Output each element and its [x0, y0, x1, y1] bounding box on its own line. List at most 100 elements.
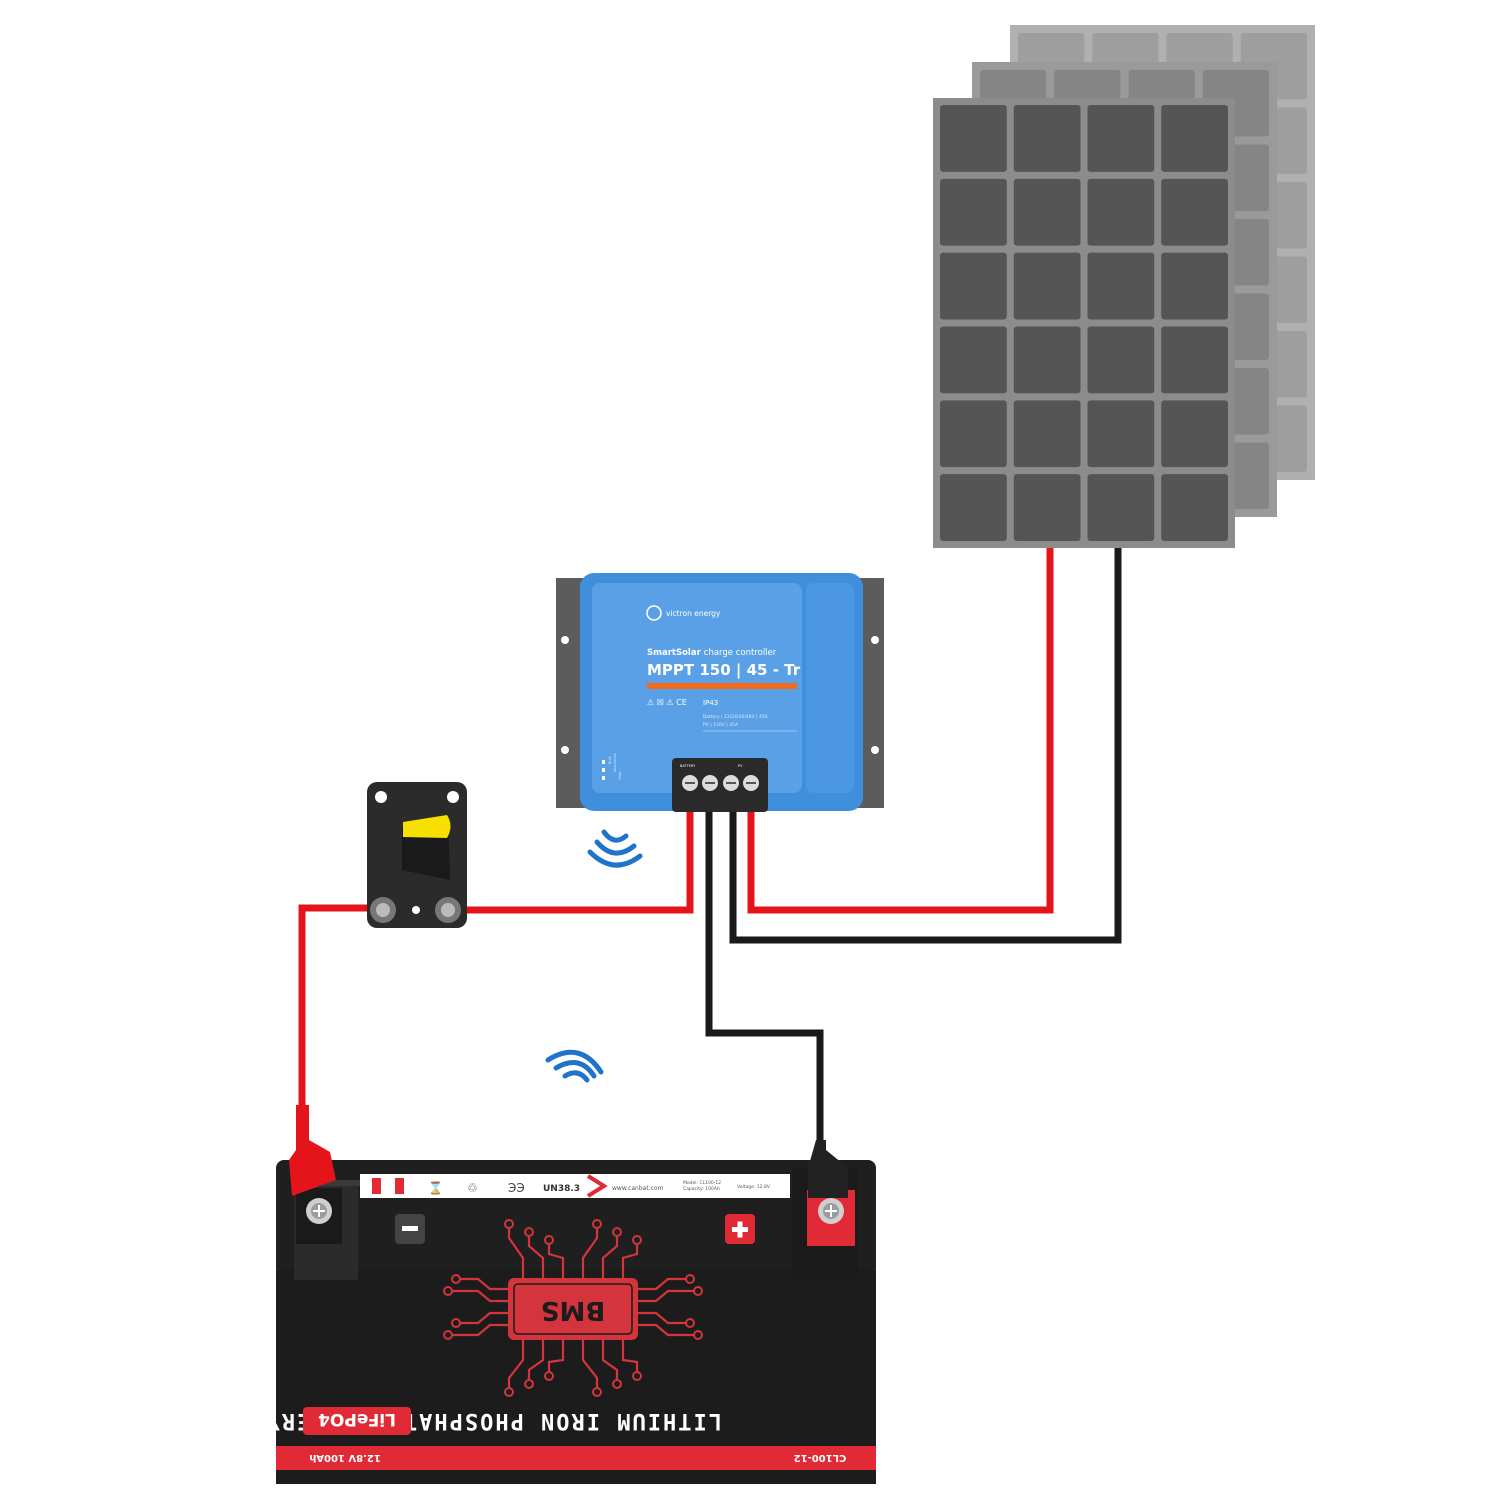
bms-trace — [452, 1323, 508, 1337]
led-label-bulk: Bulk — [608, 755, 612, 764]
battery-spec-2: Capacity: 100Ah — [683, 1186, 720, 1192]
battery-positive-terminal — [818, 1198, 844, 1224]
positive-polarity-badge — [725, 1214, 755, 1244]
bms-trace-node — [693, 1286, 703, 1296]
battery-positive-wire-battery — [298, 904, 385, 1110]
bms-trace-node — [451, 1318, 461, 1328]
battery-bottom-strip — [276, 1446, 876, 1470]
spec-pv: PV | 150V | 45A — [703, 722, 739, 728]
bms-trace — [460, 1277, 508, 1291]
solar-cell — [1161, 178, 1228, 246]
bms-circuit-graphic — [443, 1219, 703, 1397]
battery-standard: UN38.3 — [543, 1184, 580, 1194]
bms-trace — [601, 1340, 619, 1380]
bms-trace-node — [693, 1330, 703, 1340]
bms-trace — [527, 1340, 545, 1380]
bms-trace-node — [685, 1274, 695, 1284]
solar-panel-front — [933, 98, 1235, 548]
lifepo4-battery: ⌛ ♲ ЭЭ UN38.3 www.canbat.com Model: CL10… — [265, 1105, 876, 1484]
bms-trace-node — [504, 1219, 514, 1229]
solar-cell — [1087, 252, 1155, 320]
battery-spec-1: Model: CL100-12 — [683, 1180, 721, 1186]
battery-model-text: CL100-12 — [794, 1452, 847, 1463]
battery-positive-wire-controller — [446, 808, 694, 914]
bms-label: BMS — [541, 1295, 605, 1325]
solar-cell — [1087, 178, 1155, 246]
controller-brand: victron energy — [666, 609, 721, 618]
victron-logo: victron energy — [646, 605, 721, 621]
pv-negative-wire — [729, 548, 1122, 944]
controller-rating: IP43 — [703, 699, 718, 707]
bms-trace-node — [592, 1387, 602, 1397]
solar-cell — [1161, 474, 1228, 541]
wireless-icon-controller — [587, 829, 643, 868]
bms-trace-node — [632, 1235, 642, 1245]
wireless-icon-battery — [545, 1049, 604, 1083]
lifepo4-text: LiFePO4 — [318, 1409, 396, 1429]
solar-cell — [1013, 252, 1081, 320]
negative-polarity-badge — [395, 1214, 425, 1244]
solar-cell — [1013, 474, 1081, 541]
bms-trace — [581, 1228, 599, 1278]
bms-trace-node — [612, 1379, 622, 1389]
solar-cell — [1013, 326, 1081, 394]
status-leds: Bulk Absorption Float — [602, 753, 622, 780]
battery-website: www.canbat.com — [612, 1185, 664, 1192]
solar-cell — [940, 105, 1007, 172]
solar-cell — [940, 178, 1007, 246]
bms-trace-node — [443, 1330, 453, 1340]
bms-trace-node — [544, 1371, 554, 1381]
controller-terminal-block: BATTERY PV — [672, 758, 768, 812]
solar-cell — [940, 326, 1007, 394]
bms-trace — [601, 1236, 619, 1278]
bms-trace — [638, 1277, 686, 1291]
bms-trace-node — [632, 1371, 642, 1381]
bms-trace — [507, 1340, 525, 1388]
bms-trace — [638, 1289, 694, 1303]
terminal-label-pv: PV — [738, 764, 743, 768]
bms-trace — [621, 1340, 639, 1372]
bms-trace — [581, 1340, 599, 1388]
lifepo4-badge: LiFePO4 — [303, 1407, 411, 1435]
solar-panel-array — [933, 25, 1315, 548]
bms-trace-node — [451, 1274, 461, 1284]
battery-rating-text: 12.8V 100Ah — [309, 1452, 381, 1463]
bms-trace — [547, 1340, 565, 1372]
wiring — [298, 548, 1122, 1145]
bms-trace-node — [524, 1227, 534, 1237]
bms-trace — [621, 1244, 639, 1278]
controller-model: MPPT 150 | 45 - Tr — [647, 661, 801, 680]
bms-trace-node — [443, 1286, 453, 1296]
terminal-label-battery: BATTERY — [680, 764, 696, 768]
black-cable-lug — [808, 1140, 848, 1198]
bms-trace — [638, 1323, 694, 1337]
cert-icons: ⚠ ☒ ⚠ CE — [647, 698, 687, 707]
circuit-breaker — [367, 782, 467, 928]
controller-series-sub: charge controller — [704, 648, 777, 658]
solar-cell — [1013, 105, 1081, 172]
battery-label-strip: ⌛ ♲ ЭЭ UN38.3 www.canbat.com Model: CL10… — [360, 1174, 790, 1198]
bms-trace-node — [544, 1235, 554, 1245]
solar-cell — [940, 474, 1007, 541]
bms-trace-node — [592, 1219, 602, 1229]
bms-trace-node — [524, 1379, 534, 1389]
solar-cell — [1161, 105, 1228, 172]
solar-cell — [1087, 400, 1155, 468]
bms-trace — [547, 1244, 565, 1278]
red-cable-lug — [289, 1105, 336, 1196]
battery-spec-3: Voltage: 12.8V — [737, 1184, 771, 1190]
bms-trace — [460, 1311, 508, 1325]
cert-icon-1: ⌛ — [428, 1181, 443, 1195]
solar-cell — [1087, 474, 1155, 541]
bms-trace — [638, 1311, 686, 1325]
solar-cell — [940, 400, 1007, 468]
solar-cell — [1161, 326, 1228, 394]
breaker-lever[interactable] — [403, 815, 451, 838]
pv-positive-wire — [747, 548, 1054, 914]
bms-trace — [452, 1289, 508, 1303]
solar-cell — [1161, 400, 1228, 468]
solar-cell — [1161, 252, 1228, 320]
battery-negative-wire — [705, 808, 824, 1145]
